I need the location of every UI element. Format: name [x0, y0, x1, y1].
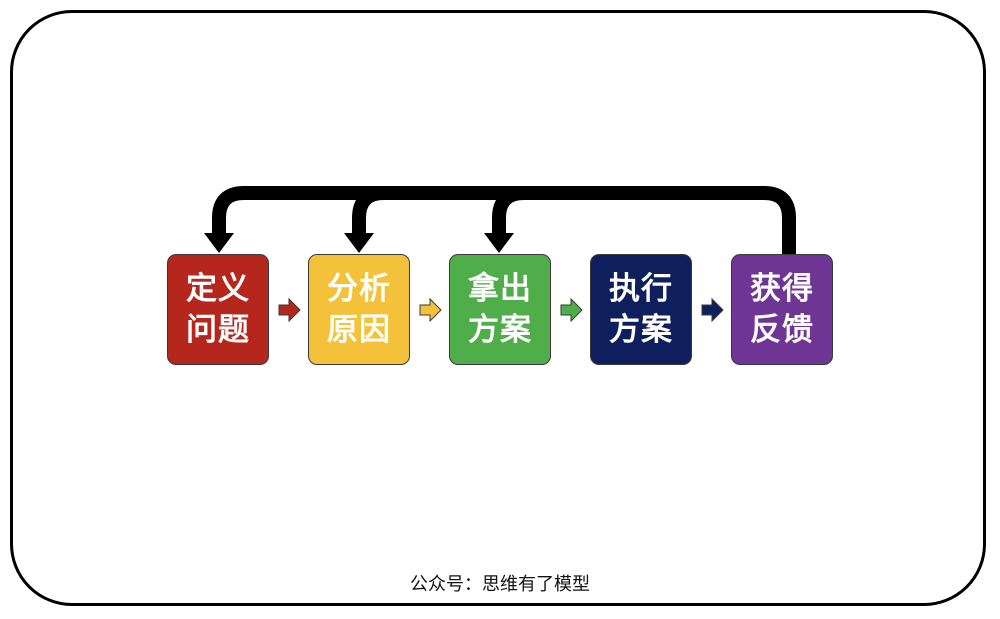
- step-4-line-2: 方案: [609, 311, 673, 348]
- footer-credit: 公众号：思维有了模型: [410, 574, 590, 595]
- step-3-line-1: 拿出: [468, 270, 532, 307]
- forward-arrow-2: [419, 297, 442, 323]
- forward-arrow-3: [560, 297, 583, 323]
- step-3-line-2: 方案: [468, 311, 532, 348]
- forward-arrow-1: [278, 297, 301, 323]
- step-execute-solution: 执行 方案: [590, 254, 692, 365]
- step-get-feedback: 获得 反馈: [731, 254, 833, 365]
- step-5-line-1: 获得: [750, 270, 814, 307]
- step-2-line-1: 分析: [327, 270, 391, 307]
- step-2-line-2: 原因: [327, 311, 391, 348]
- feedback-loop-branch-analyze: [352, 186, 385, 238]
- step-4-line-1: 执行: [609, 270, 673, 307]
- step-1-line-2: 问题: [186, 311, 250, 348]
- step-propose-solution: 拿出 方案: [449, 254, 551, 365]
- feedback-arrowhead-solution: [484, 233, 514, 253]
- step-1-line-1: 定义: [186, 270, 250, 307]
- step-define-problem: 定义 问题: [167, 254, 269, 365]
- feedback-arrowhead-analyze: [344, 233, 374, 253]
- feedback-arrowhead-define: [204, 233, 234, 253]
- forward-arrow-4: [701, 297, 724, 323]
- step-analyze-cause: 分析 原因: [308, 254, 410, 365]
- step-5-line-2: 反馈: [750, 311, 814, 348]
- feedback-loop-branch-solution: [492, 186, 525, 238]
